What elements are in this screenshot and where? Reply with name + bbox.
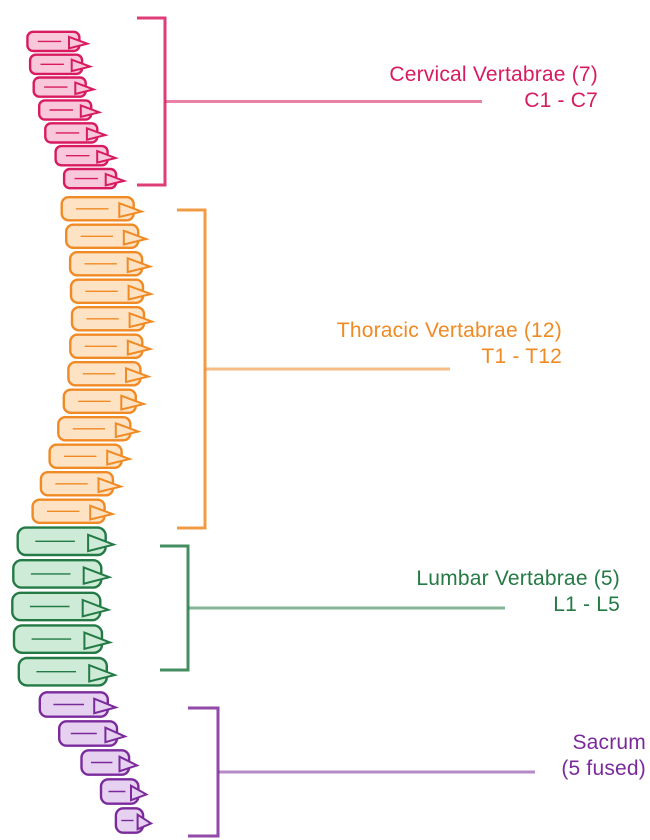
sacrum-name: Sacrum xyxy=(561,730,646,756)
cervical-name: Cervical Vertabrae (7) xyxy=(389,62,598,88)
lumbar-range: L1 - L5 xyxy=(416,592,620,618)
cervical-label: Cervical Vertabrae (7) C1 - C7 xyxy=(389,62,598,114)
sacrum-process xyxy=(138,815,152,830)
lumbar-name: Lumbar Vertabrae (5) xyxy=(416,566,620,592)
lumbar-bracket xyxy=(160,546,188,670)
sacrum-label: Sacrum (5 fused) xyxy=(561,730,646,782)
lumbar-label: Lumbar Vertabrae (5) L1 - L5 xyxy=(416,566,620,618)
thoracic-bracket xyxy=(177,210,205,528)
thoracic-range: T1 - T12 xyxy=(337,344,562,370)
sacrum-bracket xyxy=(188,708,218,836)
cervical-range: C1 - C7 xyxy=(389,88,598,114)
bracket-group xyxy=(137,18,535,836)
thoracic-label: Thoracic Vertabrae (12) T1 - T12 xyxy=(337,318,562,370)
sacrum-range: (5 fused) xyxy=(561,756,646,782)
vertebrae-group xyxy=(12,32,152,833)
thoracic-name: Thoracic Vertabrae (12) xyxy=(337,318,562,344)
cervical-bracket xyxy=(137,18,165,185)
